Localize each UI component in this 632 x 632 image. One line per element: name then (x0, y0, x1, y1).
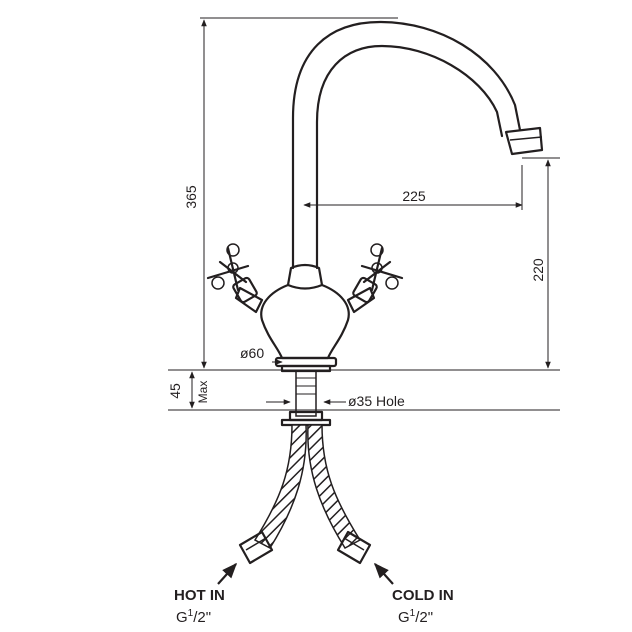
hole-diameter-label: ø35 Hole (348, 393, 405, 409)
cold-inlet-thread: G1/2" (398, 608, 433, 626)
cold-inlet-callout: COLD IN G1/2" (373, 562, 454, 626)
spout-reach-label: 225 (402, 188, 426, 204)
base-diameter-label: ø60 (240, 345, 264, 361)
cold-inlet-label: COLD IN (392, 587, 454, 604)
tap-body (206, 20, 544, 373)
hot-inlet-callout: HOT IN G1/2" (174, 562, 238, 626)
deck-thickness-note: Max (196, 381, 210, 404)
hot-inlet-label: HOT IN (174, 587, 225, 604)
deck-thickness-label: 45 (167, 383, 183, 399)
spout-height-label: 220 (530, 258, 546, 282)
dimension-lines (168, 17, 560, 411)
fixing-shank (280, 370, 332, 427)
flexible-hoses (238, 424, 372, 565)
hot-inlet-thread: G1/2" (176, 608, 211, 626)
overall-height-label: 365 (183, 185, 199, 209)
